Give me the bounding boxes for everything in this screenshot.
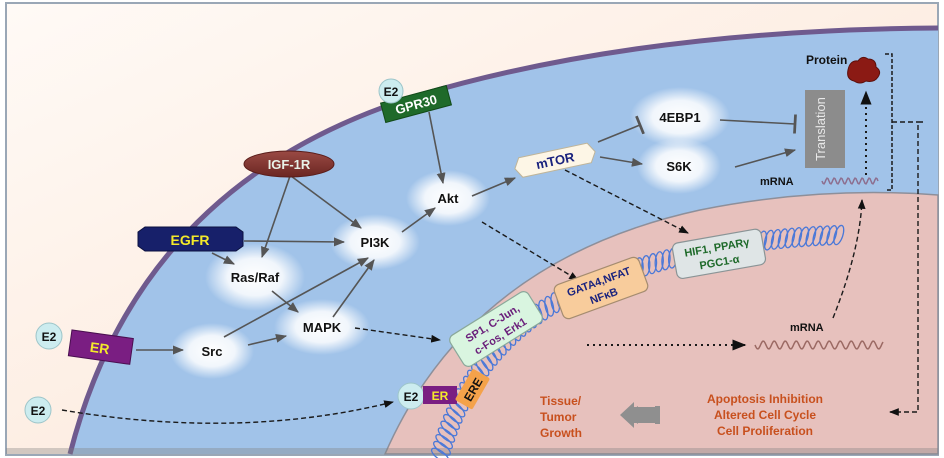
translation-box [805,90,845,168]
inhibit-4ebp1-translation [719,114,797,134]
e2-ligand-free [24,396,52,424]
er-membrane-label: ER [89,339,110,358]
grey-arrow-body [634,407,658,423]
egfr-receptor: EGFR [137,226,244,252]
outcome-apoptosis: Apoptosis Inhibition [707,392,823,406]
igf1r-label: IGF-1R [268,157,311,172]
mrna-cytoplasm-label: mRNA [760,176,794,188]
nucleus [383,191,939,455]
dna-loop [770,228,782,250]
sp1-cjun-box: SP1, C-Jun, c-Fos, Erk1 [449,291,543,367]
dna-loop [654,251,664,273]
dna-loop [805,226,817,247]
e2-gpr30-label: E2 [384,85,399,99]
dna-loop [440,420,458,437]
er-membrane-receptor: ER [67,329,134,365]
dna-loop [445,407,463,424]
arrow-protein-outcomes [889,121,923,416]
grey-arrow-head [620,402,634,428]
arrow-e2-nuclear [61,400,394,424]
protein-icon [847,56,881,84]
outcome-cell-cycle: Altered Cell Cycle [714,408,816,422]
e2-ligand-gpr30 [378,78,404,104]
e2-ligand-er [35,322,63,350]
arrow-mapk-sp1 [354,327,441,343]
s6k-node: S6K [666,159,692,174]
outcome-proliferation: Cell Proliferation [717,424,813,438]
dna-loop [433,440,451,456]
arrow-rasraf-mapk [271,290,299,313]
arrow-src-pi3k [223,257,369,338]
4ebp1-node: 4EBP1 [659,110,700,125]
arrow-egfr-pi3k [243,237,346,247]
nuclear-mrna-squiggle [754,340,884,350]
dna-loop [647,253,658,275]
outcome-growth: Growth [540,426,582,440]
arrow-mtor-s6k [599,156,644,167]
hif1-pparg-box: HIF1, PPARγ PGC1-α [671,228,767,280]
mapk-node: MAPK [303,320,342,335]
pi3k-node: PI3K [361,235,391,250]
dna-loop [812,225,824,247]
arrow-src-mapk [247,333,288,346]
mrna-nucleus-label: mRNA [790,322,824,334]
dna-loop [798,226,810,248]
src-node: Src [202,344,223,359]
dna-loop [784,227,796,249]
outcome-tumor: Tumor [540,410,577,424]
er-nuclear-label: ER [432,389,449,403]
signaling-arrows [136,111,797,355]
gpr30-receptor: GPR30 [379,84,453,124]
arrow-pi3k-akt [401,207,436,233]
dna-loop [777,228,789,250]
translation-label: Translation [813,97,828,161]
e2-nuclear-label: E2 [404,390,419,404]
dashed-arrows [61,121,923,424]
dna-loop [435,434,453,450]
arrow-gpr30-akt [428,111,446,185]
dna-loop [826,225,838,246]
arrow-mrna-export [832,199,866,319]
inhibit-mtor-4ebp1 [597,115,645,143]
dna-loop [437,427,456,443]
dna-loop [641,255,651,277]
cytoplasmic-mrna-squiggle [821,177,879,185]
arrow-akt-mtor [471,177,517,197]
dna-loop [833,224,845,246]
akt-node: Akt [438,191,460,206]
mtor-node: mTOR [514,142,596,178]
arrow-igf1r-pi3k [290,175,362,229]
dna-loop [791,227,803,248]
dna-loop [430,447,450,458]
dna-loop [661,249,671,271]
ras-raf-node: Ras/Raf [231,270,280,285]
arrow-igf1r-rasraf [261,175,291,259]
arrow-mtor-hif1 [564,169,689,234]
er-nuclear-receptor [423,386,457,404]
dna-loop [544,295,555,317]
outcome-tissue: Tissue/ [540,394,582,408]
arrow-s6k-translation [734,148,797,168]
dna-loop [443,413,460,430]
protein-label: Protein [806,53,847,67]
dotted-arrows [587,90,872,351]
dna-loop [763,229,775,251]
gata4-nfat-box: GATA4,NFAT NFκB [553,256,649,320]
igf1r-receptor [243,150,335,178]
arrow-akt-gata4 [481,221,579,281]
egfr-label: EGFR [171,232,210,248]
e2-er-label: E2 [42,330,57,344]
dna-loop [819,225,831,246]
arrow-egfr-rasraf [211,252,236,265]
e2-free-label: E2 [31,404,46,418]
arrow-mapk-pi3k [332,259,375,318]
